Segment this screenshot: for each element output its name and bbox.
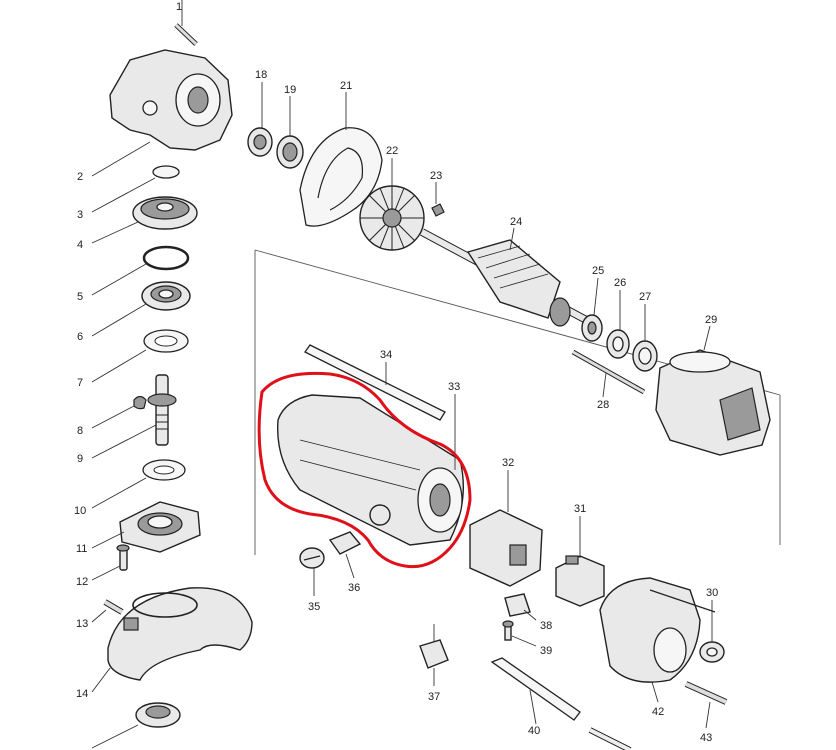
part-1-screw — [174, 0, 198, 46]
part-33-motor-housing — [276, 394, 464, 546]
part-11-bearing-box — [91, 501, 201, 553]
callout-21: 21 — [340, 80, 352, 92]
highlight-outline — [257, 371, 472, 569]
part-31-switch — [555, 516, 605, 607]
part-28-screw — [571, 349, 646, 398]
callout-8: 8 — [77, 425, 83, 437]
part-25-bearing — [581, 277, 603, 342]
callout-14: 14 — [76, 688, 88, 700]
callout-26: 26 — [614, 277, 626, 289]
callout-38: 38 — [540, 620, 552, 632]
part-38-clamp — [504, 593, 537, 621]
callout-36: 36 — [348, 582, 360, 594]
callout-9: 9 — [77, 453, 83, 465]
callout-33: 33 — [448, 381, 460, 393]
part-19-bearing — [276, 96, 304, 169]
callout-28: 28 — [597, 399, 609, 411]
callout-7: 7 — [77, 377, 83, 389]
part-12-screw — [91, 544, 130, 581]
callout-37: 37 — [428, 691, 440, 703]
callout-27: 27 — [639, 291, 651, 303]
part-42-rear-cover — [599, 577, 716, 703]
callout-42: 42 — [652, 706, 664, 718]
part-18-pinion — [247, 82, 273, 157]
callout-3: 3 — [77, 209, 83, 221]
callout-22: 22 — [386, 145, 398, 157]
callout-25: 25 — [592, 265, 604, 277]
part-cord — [588, 727, 632, 750]
callout-24: 24 — [510, 216, 522, 228]
callout-18: 18 — [255, 69, 267, 81]
part-21-baffle-plate — [299, 92, 383, 227]
callout-29: 29 — [705, 314, 717, 326]
callout-32: 32 — [502, 457, 514, 469]
part-27-ring — [632, 304, 658, 372]
part-9-spindle — [91, 374, 177, 459]
callout-39: 39 — [540, 645, 552, 657]
part-3-washer — [91, 165, 180, 213]
part-2-gear-housing — [91, 49, 233, 177]
callout-35: 35 — [308, 601, 320, 613]
part-43-screw — [684, 681, 728, 729]
callout-30: 30 — [706, 587, 718, 599]
callout-1: 1 — [176, 1, 182, 13]
part-14-wheel-guard — [91, 587, 253, 693]
part-13-screw — [91, 599, 124, 623]
part-40-cord-guard — [490, 657, 581, 725]
part-36-brush-holder — [328, 531, 362, 579]
part-flange-bottom — [91, 702, 181, 749]
part-32-holder — [469, 470, 543, 587]
part-34-strip — [304, 344, 446, 421]
callout-12: 12 — [76, 576, 88, 588]
callout-13: 13 — [76, 618, 88, 630]
part-22-fan — [359, 158, 425, 251]
part-30-nut — [699, 600, 725, 663]
part-29-field — [655, 325, 771, 456]
part-23-insulation-washer — [431, 182, 445, 217]
part-26-ring — [606, 290, 630, 359]
part-35-cap — [299, 547, 325, 596]
part-5-retaining-ring — [91, 245, 190, 296]
part-8-woodruff-key — [91, 395, 147, 429]
part-4-bevel-gear — [91, 196, 198, 244]
part-24-armature — [420, 227, 592, 327]
part-37-terminal — [419, 624, 449, 686]
callout-23: 23 — [430, 170, 442, 182]
callout-34: 34 — [380, 349, 392, 361]
callout-43: 43 — [700, 732, 712, 744]
part-6-ball-bearing — [91, 281, 191, 337]
part-39-screw — [502, 620, 537, 647]
part-7-washer — [91, 329, 189, 383]
callout-19: 19 — [284, 84, 296, 96]
callout-40: 40 — [528, 725, 540, 737]
callout-labels: 1 2 3 4 5 6 7 8 9 10 11 12 13 14 18 19 2… — [74, 1, 718, 744]
callout-6: 6 — [77, 331, 83, 343]
callout-4: 4 — [77, 239, 83, 251]
callout-11: 11 — [76, 543, 87, 555]
callout-10: 10 — [74, 505, 86, 517]
part-10-washer — [91, 459, 186, 509]
callout-5: 5 — [77, 291, 83, 303]
callout-2: 2 — [77, 171, 83, 183]
callout-31: 31 — [574, 503, 586, 515]
